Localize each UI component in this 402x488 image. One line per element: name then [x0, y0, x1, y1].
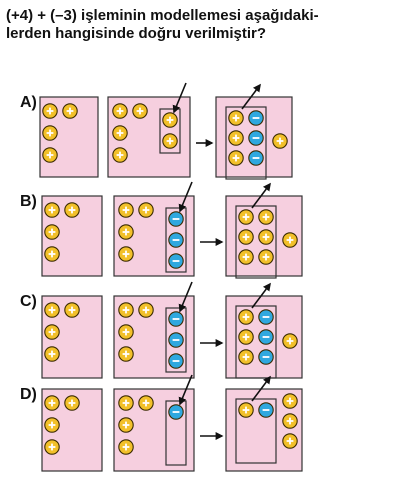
option-label: D) — [20, 386, 37, 403]
insert-arrow — [172, 82, 187, 114]
positive-counter — [238, 209, 254, 225]
positive-counter — [282, 393, 298, 409]
positive-counter — [138, 395, 154, 411]
positive-counter — [228, 110, 244, 126]
positive-counter — [112, 147, 128, 163]
positive-counter — [118, 346, 134, 362]
positive-counter — [42, 125, 58, 141]
positive-counter — [62, 103, 78, 119]
result-box — [235, 305, 277, 379]
question-text: (+4) + (–3) işleminin modellemesi aşağıd… — [6, 7, 398, 43]
positive-counter — [44, 202, 60, 218]
option-d: D) — [20, 374, 303, 472]
middle-box — [165, 307, 187, 373]
positive-counter — [64, 395, 80, 411]
negative-counter — [248, 150, 264, 166]
positive-counter — [258, 249, 274, 265]
result-box — [235, 398, 277, 464]
option-c: C) — [20, 281, 303, 379]
positive-counter — [118, 395, 134, 411]
positive-counter — [112, 103, 128, 119]
positive-counter — [118, 246, 134, 262]
result-box — [225, 106, 267, 180]
option-a: A) — [20, 82, 293, 180]
negative-counter — [168, 211, 184, 227]
middle-box — [159, 108, 181, 154]
insert-arrow — [178, 181, 193, 213]
positive-counter — [238, 329, 254, 345]
positive-counter — [44, 302, 60, 318]
option-label: A) — [20, 94, 37, 111]
positive-counter — [228, 150, 244, 166]
positive-counter — [138, 302, 154, 318]
question-line-1: (+4) + (–3) işleminin modellemesi aşağıd… — [6, 7, 319, 24]
positive-counter — [44, 346, 60, 362]
middle-box — [165, 207, 187, 273]
positive-counter — [118, 439, 134, 455]
negative-counter — [168, 353, 184, 369]
middle-box — [165, 400, 187, 466]
positive-counter — [132, 103, 148, 119]
negative-counter — [258, 329, 274, 345]
positive-counter — [258, 209, 274, 225]
positive-counter — [64, 302, 80, 318]
positive-counter — [282, 413, 298, 429]
negative-counter — [258, 402, 274, 418]
negative-counter — [258, 349, 274, 365]
remove-arrow — [251, 182, 271, 209]
positive-counter — [44, 224, 60, 240]
result-box — [235, 205, 277, 279]
positive-counter — [238, 349, 254, 365]
positive-counter — [64, 202, 80, 218]
remove-arrow — [241, 83, 261, 110]
positive-counter — [118, 417, 134, 433]
positive-counter — [282, 433, 298, 449]
positive-counter — [118, 202, 134, 218]
positive-counter — [258, 229, 274, 245]
positive-counter — [282, 232, 298, 248]
option-label: C) — [20, 293, 37, 310]
positive-counter — [44, 417, 60, 433]
remove-arrow — [251, 282, 271, 309]
positive-counter — [42, 147, 58, 163]
positive-counter — [238, 402, 254, 418]
question-line-2: lerden hangisinde doğru verilmiştir? — [6, 25, 267, 42]
negative-counter — [168, 232, 184, 248]
negative-counter — [168, 311, 184, 327]
positive-counter — [118, 324, 134, 340]
positive-counter — [44, 439, 60, 455]
negative-counter — [248, 130, 264, 146]
negative-counter — [248, 110, 264, 126]
negative-counter — [258, 309, 274, 325]
option-label: B) — [20, 193, 37, 210]
remove-arrow — [251, 375, 271, 402]
positive-counter — [138, 202, 154, 218]
negative-counter — [168, 253, 184, 269]
positive-counter — [118, 302, 134, 318]
positive-counter — [118, 224, 134, 240]
positive-counter — [238, 249, 254, 265]
positive-counter — [238, 309, 254, 325]
positive-counter — [112, 125, 128, 141]
positive-counter — [162, 112, 178, 128]
option-b: B) — [20, 181, 303, 279]
positive-counter — [44, 246, 60, 262]
insert-arrow — [178, 281, 193, 313]
negative-counter — [168, 404, 184, 420]
positive-counter — [44, 324, 60, 340]
positive-counter — [44, 395, 60, 411]
positive-counter — [272, 133, 288, 149]
positive-counter — [228, 130, 244, 146]
positive-counter — [42, 103, 58, 119]
positive-counter — [282, 333, 298, 349]
positive-counter — [238, 229, 254, 245]
negative-counter — [168, 332, 184, 348]
insert-arrow — [178, 374, 193, 406]
positive-counter — [162, 133, 178, 149]
